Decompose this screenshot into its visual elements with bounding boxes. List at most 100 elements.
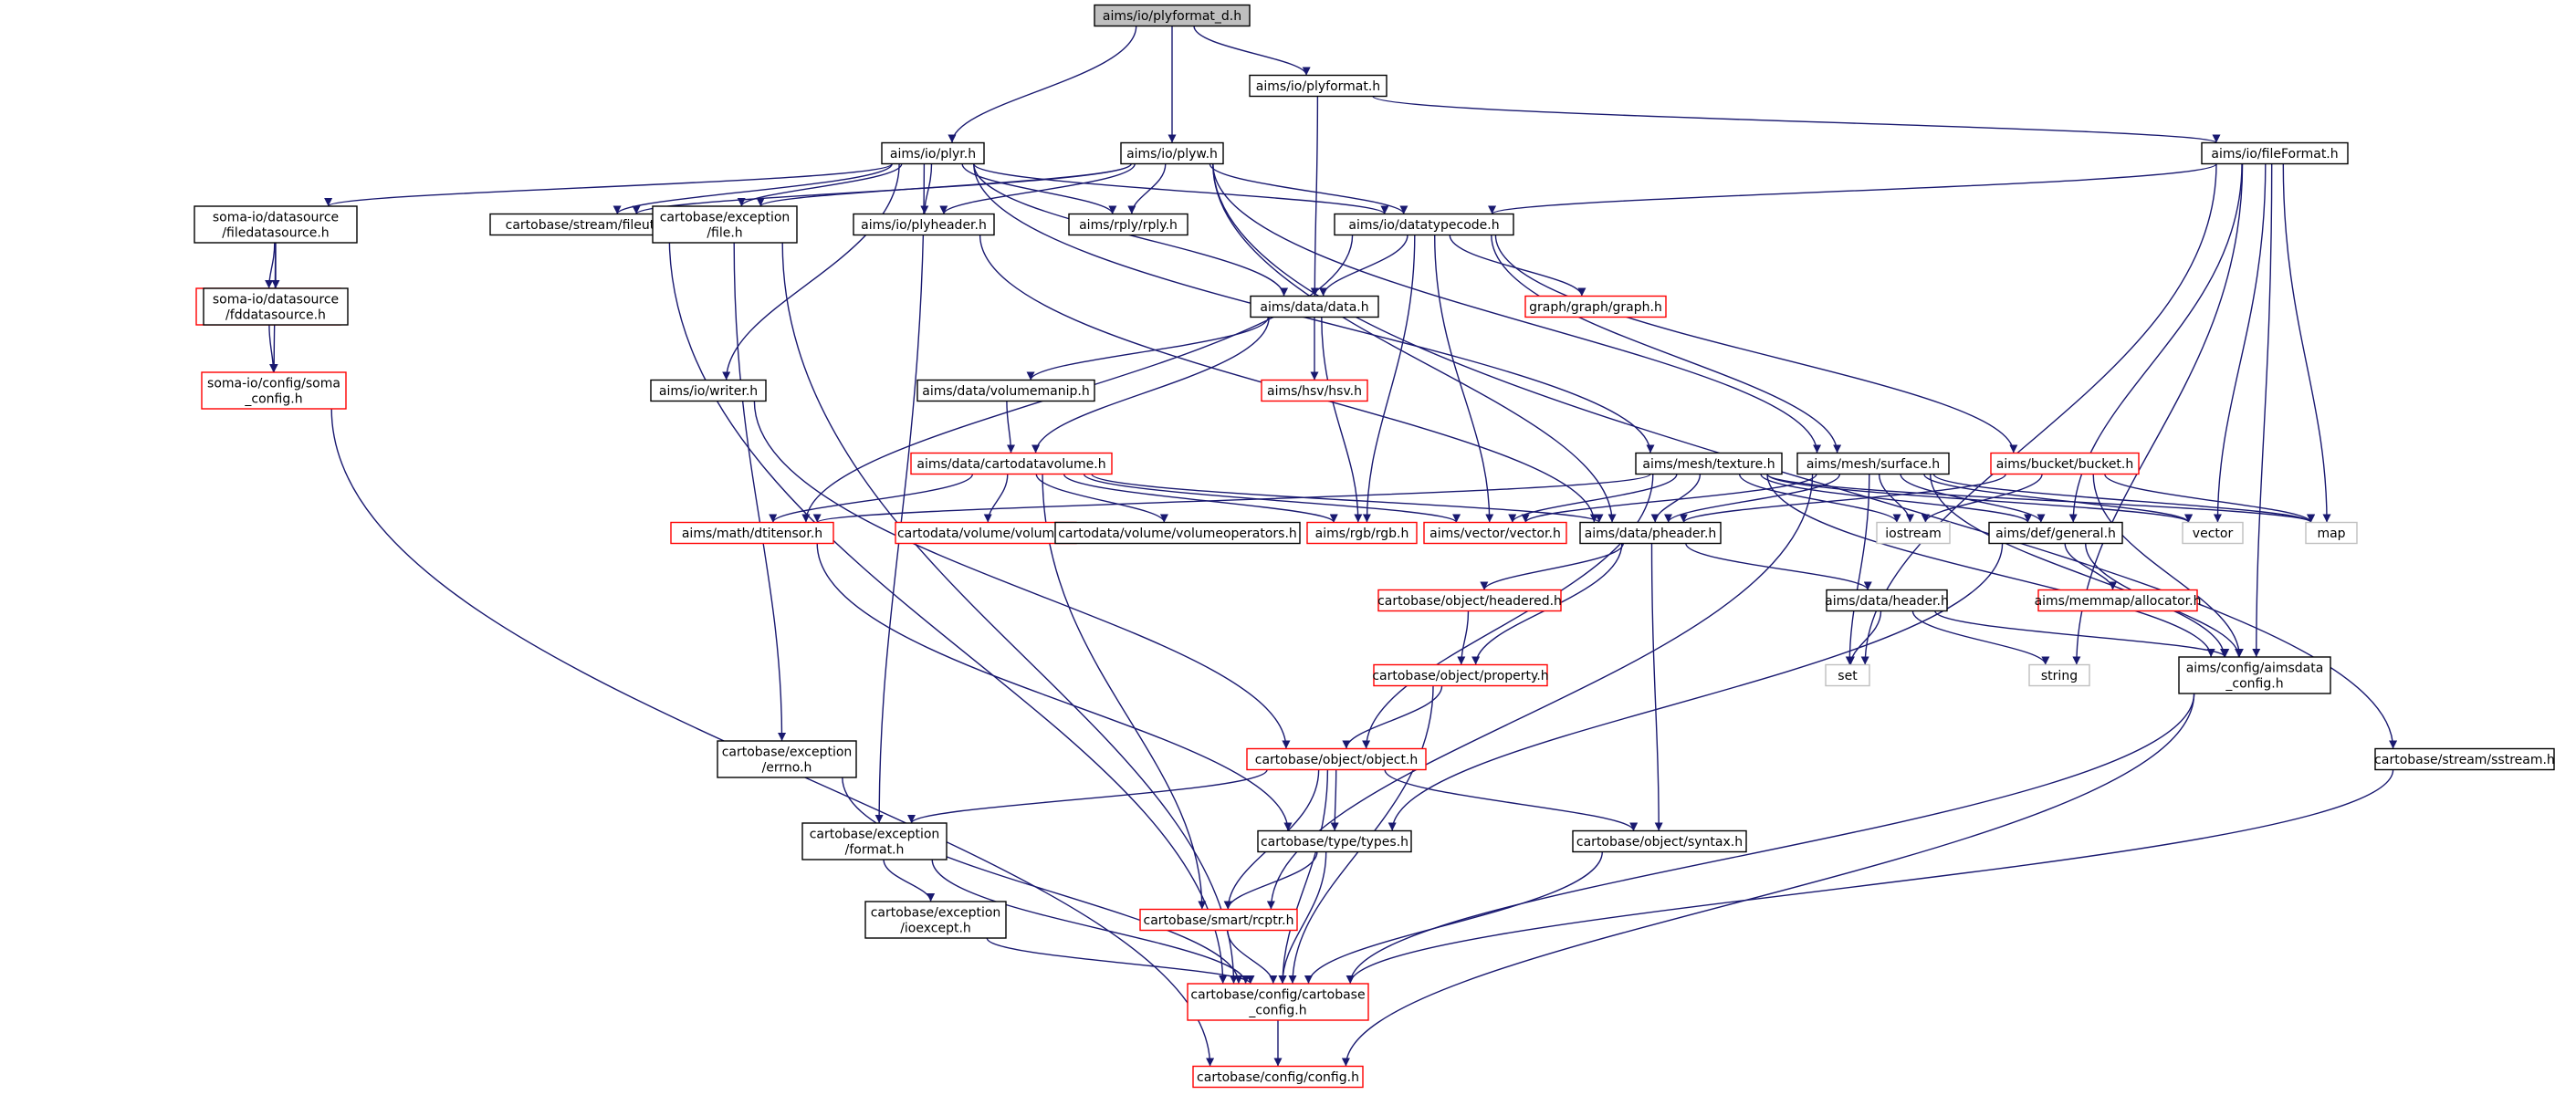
node-bucket[interactable]: aims/bucket/bucket.h <box>1990 452 2140 475</box>
node-volumemanip[interactable]: aims/data/volumemanip.h <box>916 379 1095 402</box>
node-box-plyw <box>1120 141 1224 165</box>
node-fddatasource_blk[interactable]: soma-io/datasource/fddatasource.h <box>203 287 349 326</box>
edge-fileFormat-to-aimsdata_config <box>2252 163 2273 658</box>
node-plyformat_d[interactable]: aims/io/plyformat_d.h <box>1094 4 1251 27</box>
node-types[interactable]: cartobase/type/types.h <box>1257 829 1412 853</box>
node-fileutil[interactable]: cartobase/stream/fileutil.h <box>489 213 690 236</box>
node-label-config-0: cartobase/config/config.h <box>1197 1070 1359 1085</box>
node-label-headered-0: cartobase/object/headered.h <box>1377 594 1562 609</box>
node-ioexcept[interactable]: cartobase/exception/ioexcept.h <box>864 901 1007 939</box>
node-exc_format[interactable]: cartobase/exception/format.h <box>801 822 948 860</box>
node-label-plyr-0: aims/io/plyr.h <box>890 147 976 162</box>
edge-plyr-to-rply <box>961 163 1117 214</box>
node-box-fddatasource_blk <box>203 287 349 326</box>
node-graph[interactable]: graph/graph/graph.h <box>1524 295 1667 318</box>
node-label-rcptr-0: cartobase/smart/rcptr.h <box>1144 913 1294 928</box>
node-plyheader[interactable]: aims/io/plyheader.h <box>853 213 995 236</box>
node-box-config <box>1192 1065 1364 1089</box>
node-label-cartobase_config-0: cartobase/config/cartobase <box>1190 988 1365 1003</box>
node-sstream[interactable]: cartobase/stream/sstream.h <box>2374 747 2555 771</box>
node-texture[interactable]: aims/mesh/texture.h <box>1635 452 1783 475</box>
node-label-ioexcept-1: /ioexcept.h <box>900 922 971 936</box>
node-label-aimsdata_config-0: aims/config/aimsdata <box>2186 662 2324 676</box>
node-dtitensor[interactable]: aims/math/dtitensor.h <box>670 521 834 545</box>
node-box-data <box>1250 295 1379 318</box>
node-vectorh[interactable]: aims/vector/vector.h <box>1423 521 1567 545</box>
node-hsv[interactable]: aims/hsv/hsv.h <box>1261 379 1368 402</box>
node-box-headered <box>1377 589 1562 612</box>
node-pheader[interactable]: aims/data/pheader.h <box>1579 521 1722 545</box>
node-label-plyheader-0: aims/io/plyheader.h <box>861 218 987 233</box>
node-object[interactable]: cartobase/object/object.h <box>1246 747 1427 771</box>
node-data[interactable]: aims/data/data.h <box>1250 295 1379 318</box>
node-label-map-0: map <box>2317 527 2345 541</box>
edge-surface-to-pheader <box>1664 474 1841 523</box>
node-rply[interactable]: aims/rply/rply.h <box>1068 213 1189 236</box>
node-label-dtitensor-0: aims/math/dtitensor.h <box>682 527 822 541</box>
node-general[interactable]: aims/def/general.h <box>1988 521 2123 545</box>
edge-texture-to-general <box>1760 474 2032 524</box>
node-syntax[interactable]: cartobase/object/syntax.h <box>1572 829 1747 853</box>
node-aimsdata_config[interactable]: aims/config/aimsdata_config.h <box>2178 656 2331 694</box>
node-errno[interactable]: cartobase/exception/errno.h <box>717 740 857 778</box>
node-label-exc_file-0: cartobase/exception <box>660 211 791 225</box>
edge-datatypecode-to-dtitensor <box>801 235 1354 523</box>
node-volume[interactable]: cartodata/volume/volume.h <box>895 521 1077 545</box>
node-map[interactable]: map <box>2305 521 2358 545</box>
node-iostream[interactable]: iostream <box>1876 521 1951 545</box>
edge-pheader-to-headered <box>1480 543 1624 590</box>
node-exc_file[interactable]: cartobase/exception/file.h <box>652 205 798 244</box>
node-label-fileutil-0: cartobase/stream/fileutil.h <box>506 218 675 233</box>
node-label-header-0: aims/data/header.h <box>1825 594 1949 609</box>
node-datatypecode[interactable]: aims/io/datatypecode.h <box>1334 213 1514 236</box>
node-string[interactable]: string <box>2028 663 2090 687</box>
edge-fileFormat-to-map <box>2282 163 2331 523</box>
node-volumeoperators[interactable]: cartodata/volume/volumeoperators.h <box>1054 521 1301 545</box>
node-property[interactable]: cartobase/object/property.h <box>1372 663 1549 687</box>
node-box-texture <box>1635 452 1783 475</box>
node-label-fileFormat-0: aims/io/fileFormat.h <box>2211 147 2338 162</box>
node-label-filedatasource-0: soma-io/datasource <box>213 211 339 225</box>
node-label-datatypecode-0: aims/io/datatypecode.h <box>1348 218 1499 233</box>
node-label-plyw-0: aims/io/plyw.h <box>1126 147 1218 162</box>
node-config[interactable]: cartobase/config/config.h <box>1192 1065 1364 1089</box>
node-filedatasource[interactable]: soma-io/datasource/filedatasource.h <box>194 205 358 244</box>
node-fileFormat[interactable]: aims/io/fileFormat.h <box>2201 141 2349 165</box>
node-set[interactable]: set <box>1825 663 1870 687</box>
node-rgb[interactable]: aims/rgb/rgb.h <box>1306 521 1418 545</box>
node-label-aimsdata_config-1: _config.h <box>2225 677 2283 692</box>
node-box-writer <box>650 379 767 402</box>
node-plyformat[interactable]: aims/io/plyformat.h <box>1249 74 1387 98</box>
node-header[interactable]: aims/data/header.h <box>1825 589 1949 612</box>
node-label-data-0: aims/data/data.h <box>1260 300 1368 315</box>
edge-writer-to-object <box>753 401 1291 749</box>
node-rcptr[interactable]: cartobase/smart/rcptr.h <box>1139 908 1298 932</box>
node-box-map <box>2305 521 2358 545</box>
node-box-pheader <box>1579 521 1722 545</box>
edge-object-to-types <box>1330 769 1339 831</box>
node-box-general <box>1988 521 2123 545</box>
node-soma_config[interactable]: soma-io/config/soma_config.h <box>201 371 347 410</box>
node-vector[interactable]: vector <box>2182 521 2244 545</box>
node-label-set-0: set <box>1838 669 1858 683</box>
node-label-exc_format-0: cartobase/exception <box>810 828 940 842</box>
node-box-plyformat_d <box>1094 4 1251 27</box>
node-cartobase_config[interactable]: cartobase/config/cartobase_config.h <box>1187 983 1369 1021</box>
node-label-sstream-0: cartobase/stream/sstream.h <box>2374 753 2555 767</box>
node-allocator[interactable]: aims/memmap/allocator.h <box>2035 589 2202 612</box>
node-label-bucket-0: aims/bucket/bucket.h <box>1996 457 2134 472</box>
node-box-rply <box>1068 213 1189 236</box>
node-cartodatavolume[interactable]: aims/data/cartodatavolume.h <box>910 452 1113 475</box>
node-headered[interactable]: cartobase/object/headered.h <box>1377 589 1562 612</box>
node-label-exc_file-1: /file.h <box>707 226 742 241</box>
node-writer[interactable]: aims/io/writer.h <box>650 379 767 402</box>
edge-datatypecode-to-data <box>1319 235 1408 297</box>
node-plyr[interactable]: aims/io/plyr.h <box>881 141 985 165</box>
edge-surface-to-general <box>1900 474 2046 523</box>
node-label-rply-0: aims/rply/rply.h <box>1079 218 1178 233</box>
node-plyw[interactable]: aims/io/plyw.h <box>1120 141 1224 165</box>
node-surface[interactable]: aims/mesh/surface.h <box>1796 452 1950 475</box>
edge-datatypecode-to-graph <box>1449 235 1586 297</box>
edge-texture-to-map <box>1766 473 2315 524</box>
node-box-string <box>2028 663 2090 687</box>
